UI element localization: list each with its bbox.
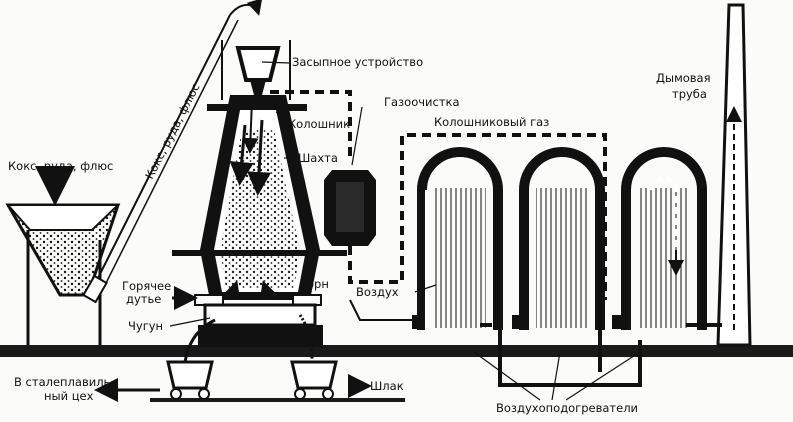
gas-cleaner [324,170,376,246]
label-air-heaters: Воздухоподогреватели [496,401,638,415]
label-charging-device: Засыпное устройство [292,55,423,69]
top-gas-pipe-1 [270,90,352,160]
label-shaft: Шахта [298,151,338,165]
chimney [702,3,752,347]
rail-track [150,398,405,402]
top-gas-pipe-2 [348,133,607,300]
label-hot-blast-1: Горячее [122,279,171,293]
label-hearth: Горн [300,277,329,291]
label-pig-iron: Чугун [128,319,163,333]
ladle-slag [290,360,338,400]
label-air: Воздух [356,285,399,299]
air-heater-3 [621,147,707,330]
ladle-iron [166,360,214,400]
air-heater-2 [519,147,605,330]
label-slag: Шлак [370,379,404,393]
leader-lines [169,61,641,401]
label-steel-shop-1: В сталеплавиль- [14,375,115,389]
label-top: Колошник [288,117,350,131]
label-top-gas: Колошниковый газ [434,115,549,129]
label-coke-ore-flux: Кокс, руда, флюс [8,159,113,173]
label-conveyor: Кокс, руда, флюс [142,81,202,181]
air-heater-1 [417,147,503,330]
skip-conveyor [82,0,263,304]
ground-floor [0,345,793,357]
label-hot-blast-2: дутье [126,292,161,306]
charge-hopper [5,166,121,345]
label-gas-cleaning: Газоочистка [384,95,460,109]
blast-furnace [172,40,347,347]
tapping-streams [183,314,314,363]
air-pipes [349,299,702,387]
label-chimney-2: труба [672,87,707,101]
label-chimney-1: Дымовая [656,71,711,85]
label-steel-shop-2: ный цех [44,389,94,403]
